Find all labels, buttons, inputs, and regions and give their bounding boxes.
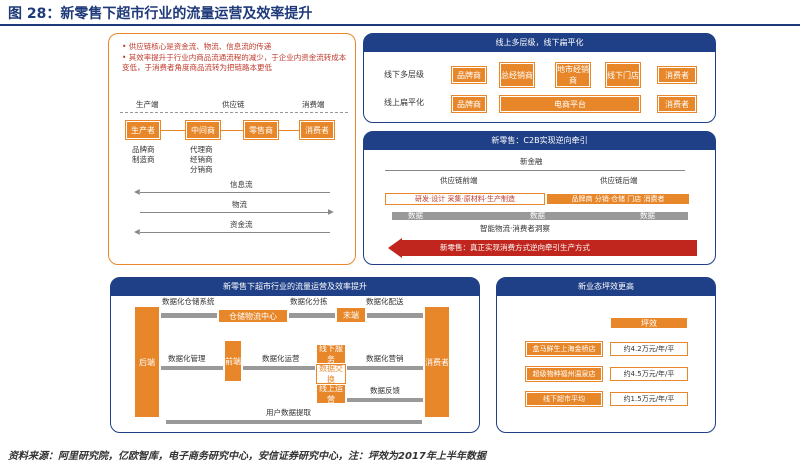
offline-city-box: 地市经销商 (556, 63, 590, 87)
row-value-3: 约1.5万元/年/平 (610, 392, 688, 406)
producer-sub: 品牌商 制造商 (132, 145, 155, 164)
warehouse-box: 仓储物流中心 (218, 309, 288, 323)
back-end-label: 供应链后端 (600, 176, 638, 185)
data-label-2: 数据 (530, 211, 545, 220)
traffic-ops-header: 新零售下超市行业的流量运营及效率提升 (111, 278, 479, 296)
efficiency-header: 新业态坪效更高 (497, 278, 715, 296)
column-divider (120, 112, 348, 113)
online-flat-label: 线上扁平化 (384, 98, 424, 107)
logistics-flow-head: ▶ (328, 207, 334, 216)
row-label-3: 线下超市平均 (526, 392, 602, 406)
traffic-ops-panel: 新零售下超市行业的流量运营及效率提升 (110, 277, 480, 433)
row-value-1: 约4.2万元/年/平 (610, 342, 688, 356)
consumer-tall-box: 消费者 (424, 306, 450, 418)
lbl-sorting: 数据化分拣 (290, 297, 328, 306)
arrow-feedback (347, 398, 423, 402)
reverse-arrow-text: 新零售：真正实现消费方式逆向牵引生产方式 (440, 243, 590, 252)
online-brand-box: 品牌商 (452, 96, 486, 112)
online-consumer-box: 消费者 (658, 96, 696, 112)
arrow-user-data (166, 420, 422, 424)
lbl-distribution: 数据化配送 (366, 297, 404, 306)
efficiency-col-header: 坪效 (610, 317, 688, 329)
chain-line-1 (161, 130, 185, 131)
supply-chain-panel (108, 33, 356, 265)
arrow-services-consumer (347, 366, 423, 370)
front-end-label: 供应链前端 (440, 176, 478, 185)
frontend-box: 前端 (224, 340, 242, 382)
note-1: • 供应链核心是资金流、物流、信息流的传递 (122, 42, 272, 51)
online-offline-header: 线上多层级，线下扁平化 (364, 34, 715, 52)
offline-consumer-box: 消费者 (658, 67, 696, 83)
logistics-flow-label: 物流 (232, 200, 247, 209)
reverse-arrow (388, 238, 402, 258)
arrow-endpoint-consumer (367, 313, 423, 318)
new-finance-label: 新金融 (520, 157, 543, 166)
reverse-arrow-body (401, 240, 697, 256)
lbl-marketing: 数据化营销 (366, 354, 404, 363)
arrow-backend-warehouse (161, 313, 217, 318)
offline-brand-box: 品牌商 (452, 67, 486, 83)
lbl-feedback: 数据反馈 (370, 386, 400, 395)
row-label-1: 盒马鲜生上海金桥店 (526, 342, 602, 356)
title-rule (0, 24, 800, 26)
c2b-header: 新零售：C2B实现逆向牵引 (364, 132, 715, 150)
online-ops-box: 线上运营 (316, 384, 346, 404)
finance-line (385, 170, 685, 171)
chain-back-bar: 品牌商 分销·仓储 门店 消费者 (546, 193, 690, 205)
arrow-backend-frontend (161, 366, 223, 370)
chain-front-bar: 研发·设计 采集·原材料·生产制造 (385, 193, 545, 205)
info-flow-arrow (140, 192, 330, 193)
consumer-box: 消费者 (300, 121, 334, 139)
capital-flow-label: 资金流 (230, 220, 253, 229)
lbl-user-data: 用户数据提取 (266, 408, 311, 417)
col-consumer: 消费端 (302, 100, 325, 109)
lbl-warehouse-sys: 数据化仓储系统 (162, 297, 215, 306)
lbl-management: 数据化管理 (168, 354, 206, 363)
middleman-sub: 代理商 经销商 分销商 (190, 145, 213, 174)
data-label-3: 数据 (640, 211, 655, 220)
arrow-frontend-services (243, 366, 315, 370)
col-production: 生产端 (136, 100, 159, 109)
offline-distributor-box: 总经销商 (500, 63, 534, 87)
online-platform-box: 电商平台 (500, 96, 640, 112)
producer-box: 生产者 (126, 121, 160, 139)
info-flow-head: ◀ (134, 187, 140, 196)
note-2: • 其效率提升于行业内商品流通流程的减少，于企业内资金流转成本变低，于消费者角度… (122, 53, 347, 72)
arrow-warehouse-endpoint (289, 313, 335, 318)
offline-service-box: 线下服务 (316, 344, 346, 364)
data-exchange-box: 数据交换 (316, 364, 346, 384)
row-label-2: 超级物种福州温泉店 (526, 367, 602, 381)
info-flow-label: 信息流 (230, 180, 253, 189)
figure-title: 图 28：新零售下超市行业的流量运营及效率提升 (8, 6, 313, 22)
capital-flow-arrow (140, 232, 330, 233)
offline-store-box: 线下门店 (606, 63, 640, 87)
efficiency-panel: 新业态坪效更高 (496, 277, 716, 433)
backend-box: 后端 (134, 306, 160, 418)
endpoint-box: 末端 (336, 307, 366, 323)
col-supply: 供应链 (222, 100, 245, 109)
chain-line-3 (279, 130, 299, 131)
middleman-box: 中间商 (186, 121, 220, 139)
source-note: 资料来源：阿里研究院，亿欧智库，电子商务研究中心，安信证券研究中心，注：坪效为2… (8, 451, 486, 462)
capital-flow-head: ◀ (134, 227, 140, 236)
smart-logistics-label: 智能物流·消费者洞察 (480, 224, 550, 233)
logistics-flow-arrow (140, 212, 330, 213)
row-value-2: 约4.5万元/年/平 (610, 367, 688, 381)
lbl-operations: 数据化运营 (262, 354, 300, 363)
chain-line-2 (221, 130, 243, 131)
data-label-1: 数据 (408, 211, 423, 220)
retailer-box: 零售商 (244, 121, 278, 139)
data-arrow-bar (392, 212, 688, 220)
offline-multi-label: 线下多层级 (384, 70, 424, 79)
